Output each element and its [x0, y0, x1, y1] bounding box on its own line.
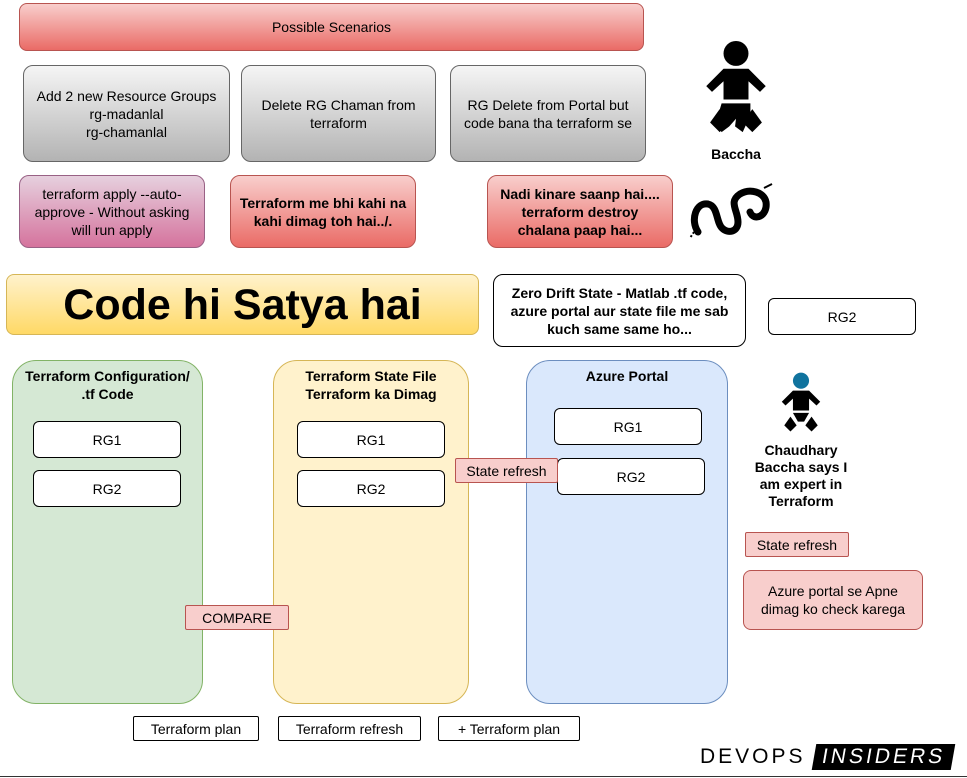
scenario-add-rg-line1: Add 2 new Resource Groups [36, 87, 217, 104]
scenario-delete-rg-text: Delete RG Chaman from terraform [261, 96, 416, 131]
portal-rg2: RG2 [557, 458, 705, 495]
config-column-title: Terraform Configuration/ .tf Code [25, 368, 190, 402]
portal-rg1: RG1 [554, 408, 702, 445]
compare-badge-text: COMPARE [202, 609, 272, 626]
config-column: Terraform Configuration/ .tf Code [12, 360, 203, 704]
state-rg1: RG1 [297, 421, 445, 458]
note-destroy: Nadi kinare saanp hai.... terraform dest… [487, 175, 673, 248]
note-auto-approve: terraform apply --auto-approve - Without… [19, 175, 205, 248]
config-rg1-label: RG1 [92, 431, 122, 448]
state-refresh-right-text: State refresh [756, 536, 838, 553]
scenario-portal-delete-text: RG Delete from Portal but code bana tha … [463, 96, 633, 131]
state-rg1-label: RG1 [356, 431, 386, 448]
tagline-text: Code hi Satya hai [63, 280, 422, 329]
state-refresh-badge-text: State refresh [466, 462, 547, 479]
note-dimag: Terraform me bhi kahi na kahi dimag toh … [230, 175, 416, 248]
header-title: Possible Scenarios [271, 19, 392, 35]
scenario-add-rg: Add 2 new Resource Groups rg-madanlal rg… [23, 65, 230, 162]
config-rg1: RG1 [33, 421, 181, 458]
brand-insiders: INSIDERS [811, 744, 956, 770]
footer-divider [0, 776, 967, 777]
baby-icon [706, 40, 766, 133]
rg2-floating: RG2 [768, 298, 916, 335]
brand-devops: DEVOPS [700, 745, 806, 768]
tagline-banner: Code hi Satya hai [6, 274, 479, 335]
note-auto-approve-text: terraform apply --auto-approve - Without… [34, 185, 190, 238]
scenario-delete-rg: Delete RG Chaman from terraform [241, 65, 436, 162]
possible-scenarios-header: Possible Scenarios [19, 3, 644, 51]
compare-badge: COMPARE [185, 605, 289, 630]
cmd-terraform-refresh: Terraform refresh [278, 716, 421, 741]
state-column-title: Terraform State File Terraform ka Dimag [305, 368, 437, 402]
note-dimag-text: Terraform me bhi kahi na kahi dimag toh … [239, 194, 407, 229]
config-rg2-label: RG2 [92, 480, 122, 497]
portal-check-note-text: Azure portal se Apne dimag ko check kare… [761, 583, 905, 617]
portal-column-title: Azure Portal [585, 368, 669, 384]
state-refresh-right-badge: State refresh [745, 532, 849, 557]
state-column: Terraform State File Terraform ka Dimag [273, 360, 469, 704]
cmd-plus-terraform-plan: + Terraform plan [438, 716, 580, 741]
cmd-terraform-plan: Terraform plan [133, 716, 259, 741]
rg2-floating-label: RG2 [827, 308, 857, 325]
portal-rg1-label: RG1 [613, 418, 643, 435]
baby-label: Baccha [711, 146, 761, 162]
cmd-terraform-plan-text: Terraform plan [150, 720, 242, 737]
portal-check-note: Azure portal se Apne dimag ko check kare… [743, 570, 923, 630]
snake-icon [689, 183, 773, 239]
scenario-portal-delete: RG Delete from Portal but code bana tha … [450, 65, 646, 162]
note-destroy-text: Nadi kinare saanp hai.... terraform dest… [500, 185, 660, 238]
scenario-add-rg-line2: rg-madanlal [89, 105, 164, 122]
state-refresh-badge: State refresh [455, 458, 558, 483]
scenario-add-rg-line3: rg-chamanlal [86, 123, 167, 140]
state-rg2: RG2 [297, 470, 445, 507]
baby-expert-icon [781, 372, 821, 432]
devops-insiders-logo: DEVOPS INSIDERS [700, 742, 956, 772]
cmd-plus-terraform-plan-text: + Terraform plan [457, 720, 561, 737]
cmd-terraform-refresh-text: Terraform refresh [295, 720, 404, 737]
portal-rg2-label: RG2 [616, 468, 646, 485]
zero-drift-text: Zero Drift State - Matlab .tf code, azur… [510, 284, 729, 337]
state-rg2-label: RG2 [356, 480, 386, 497]
config-rg2: RG2 [33, 470, 181, 507]
zero-drift-box: Zero Drift State - Matlab .tf code, azur… [493, 274, 746, 347]
baby-expert-label: Chaudhary Baccha says I am expert in Ter… [754, 442, 848, 509]
